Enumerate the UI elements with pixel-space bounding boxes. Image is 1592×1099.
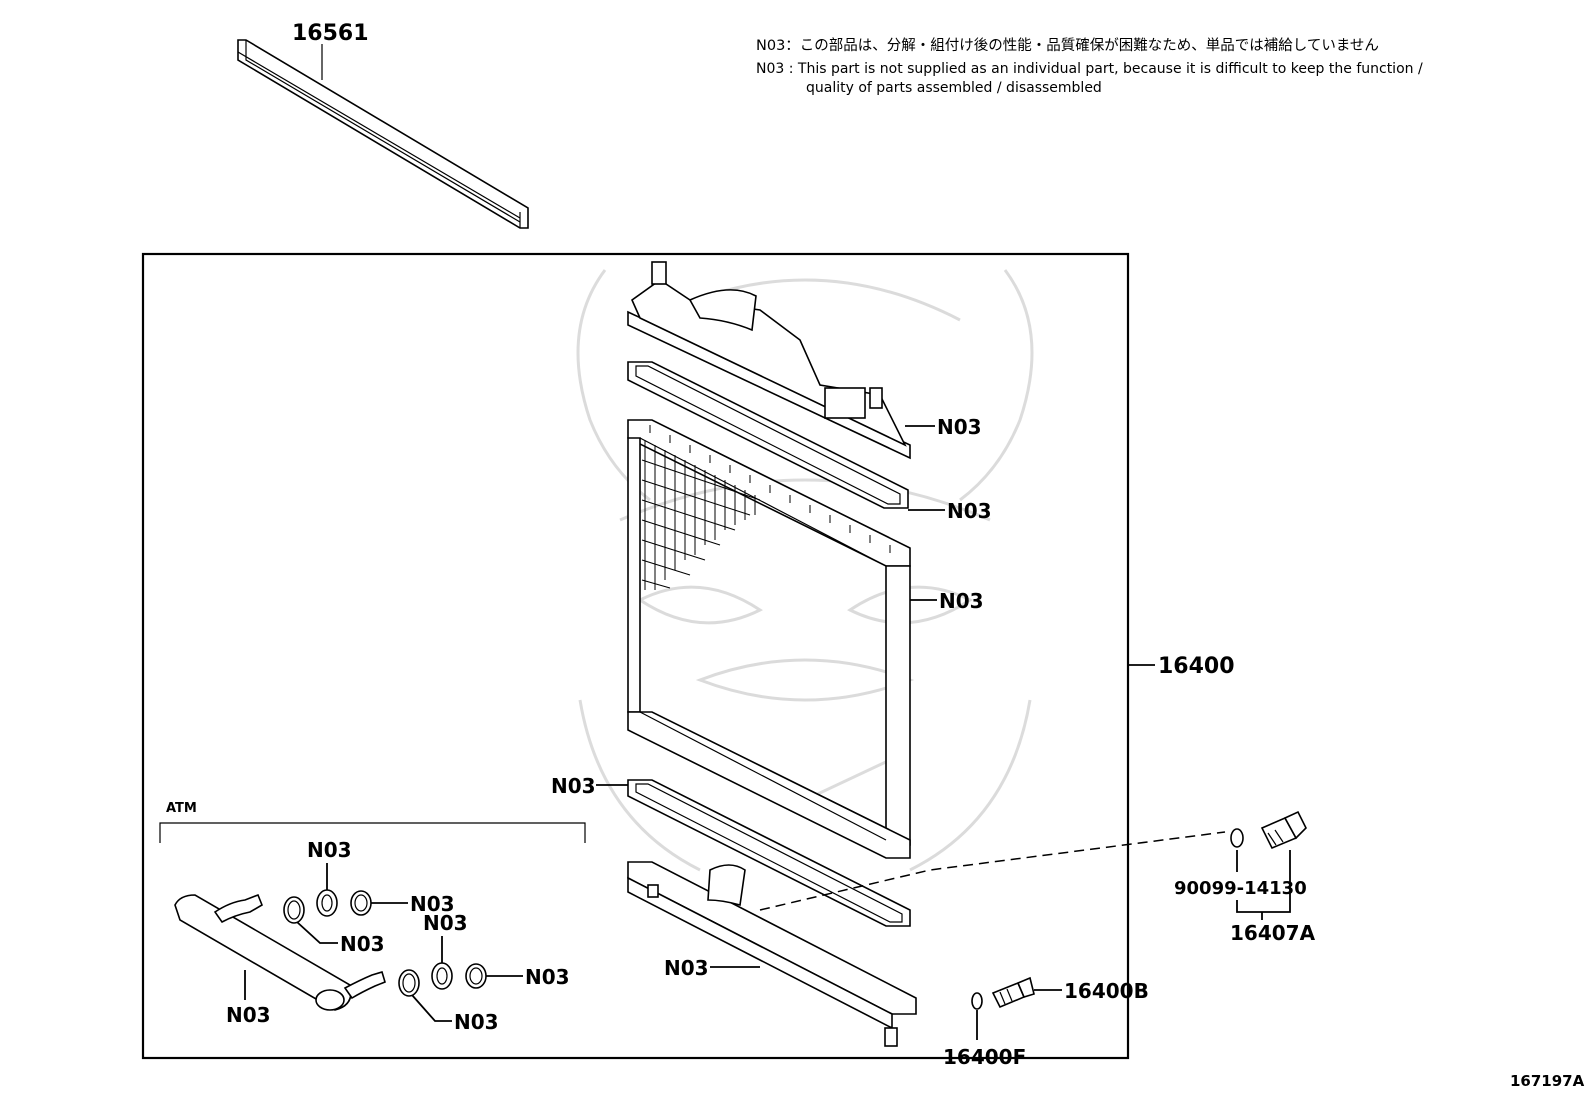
label-16400f: 16400F [943, 1045, 1026, 1069]
label-n03-atm-upper-2: N03 [410, 892, 455, 916]
label-n03-upper-gasket: N03 [947, 499, 992, 523]
drain-plug-16400b [991, 976, 1035, 1009]
label-n03-lower-gasket: N03 [551, 774, 596, 798]
label-n03-atm-lower-2: N03 [525, 965, 570, 989]
label-n03-atm-lower-3: N03 [454, 1010, 499, 1034]
note-english-line2: quality of parts assembled / disassemble… [806, 80, 1102, 96]
label-n03-core: N03 [939, 589, 984, 613]
radiator-upper-gasket [627, 361, 909, 509]
label-n03-atm-lower-1: N03 [423, 911, 468, 935]
note-english-line1: N03 : This part is not supplied as an in… [756, 61, 1423, 77]
label-atm: ATM [166, 801, 197, 816]
atm-upper-washers [283, 889, 372, 924]
label-n03-atm-pipe: N03 [226, 1003, 271, 1027]
note-japanese: N03：この部品は、分解・組付け後の性能・品質確保が困難なため、単品では補給して… [756, 36, 1379, 54]
drain-gasket-16400f [971, 992, 983, 1010]
radiator-lower-gasket [627, 779, 911, 927]
oring-90099-14130 [1230, 828, 1244, 848]
radiator-upper-tank [627, 261, 911, 460]
label-16400b: 16400B [1064, 979, 1149, 1003]
temperature-switch-16407a [1260, 810, 1307, 850]
label-n03-atm-upper-3: N03 [340, 932, 385, 956]
atm-lower-washers [398, 962, 487, 997]
label-16407a: 16407A [1230, 921, 1316, 945]
label-n03-lower-tank: N03 [664, 956, 709, 980]
radiator-core [627, 419, 911, 859]
leader-n03-atm-upper-3 [296, 921, 338, 944]
atm-bracket [159, 822, 586, 843]
radiator-core-fins [641, 440, 761, 590]
seal-strip-16561 [237, 39, 529, 229]
dashed-reference-line [759, 831, 1226, 911]
label-16561: 16561 [292, 21, 369, 46]
label-n03-upper-tank: N03 [937, 415, 982, 439]
radiator-lower-tank [627, 861, 917, 1047]
leader-n03-atm-lower-3 [411, 994, 452, 1022]
assembly-box-16400 [141, 252, 1130, 1060]
label-n03-atm-upper-1: N03 [307, 838, 352, 862]
label-90099-14130: 90099-14130 [1174, 878, 1307, 899]
atm-oil-cooler-pipe [174, 893, 386, 1011]
diagram-id: 167197A [1510, 1072, 1585, 1090]
leader-16407a-bracket [1236, 850, 1291, 913]
radiator-core-top-teeth [649, 425, 891, 553]
label-16400: 16400 [1158, 654, 1235, 679]
